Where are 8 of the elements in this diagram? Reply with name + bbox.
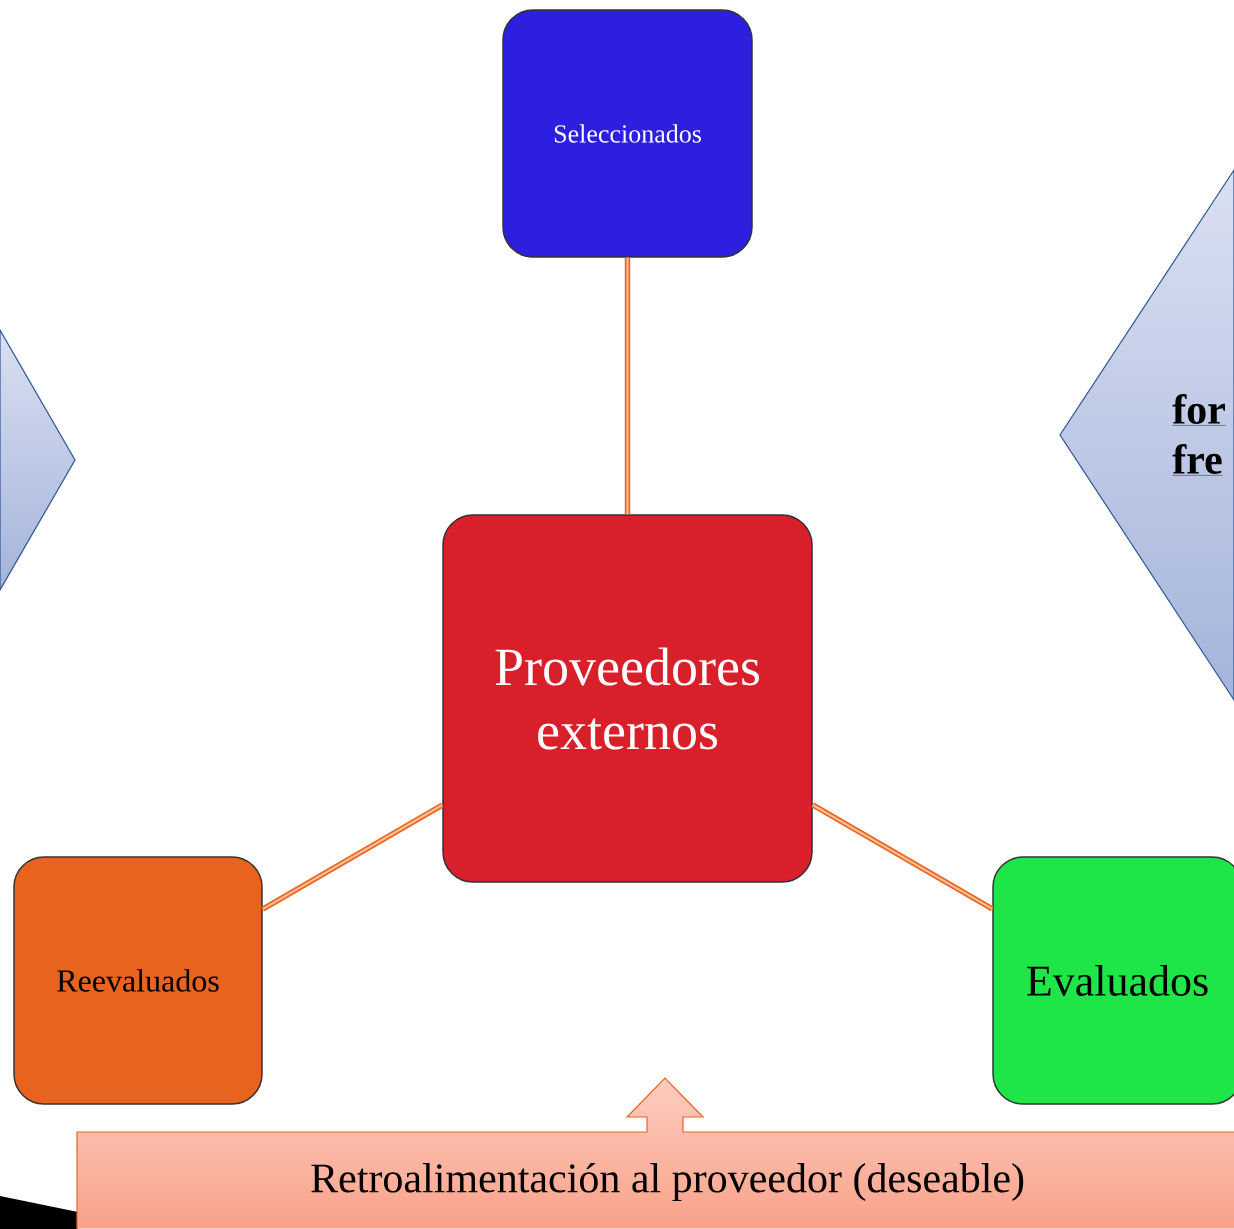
callout-box: Retroalimentación al proveedor (deseable) [76,1077,1234,1229]
process-box: Seleccionados [502,9,753,258]
process-box: Reevaluados [13,856,263,1105]
connector-line [261,802,444,912]
process-box: Evaluados [992,856,1234,1105]
connector-line [811,802,994,912]
connector-line [624,257,631,515]
center-box: Proveedores externos [442,514,813,883]
